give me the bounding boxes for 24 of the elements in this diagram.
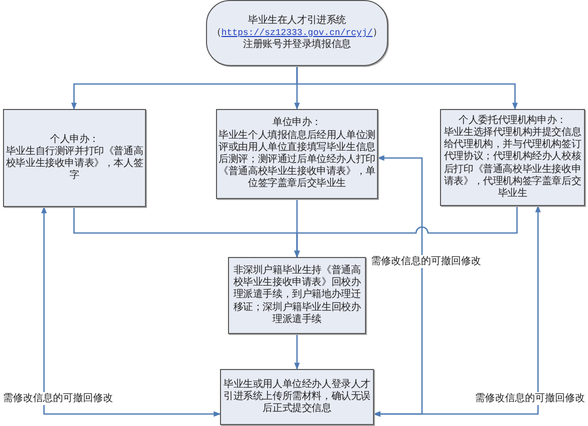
box-text: 非深圳户籍毕业生持《普通高校毕业生接收申请表》回校办理派遣手续，到户籍地办理迁移证；深圳户籍毕业生回校办理派遣手续 — [232, 265, 362, 326]
process-box — [228, 257, 366, 334]
box-text: 毕业生选择代理机构并提交信息给代理机构，并与代理机构签订代理协议；代理机构经办人校核后打印《普通高校毕业生接收申请表》，代理机构签字盖章后交毕业生 — [442, 127, 582, 200]
box-text: 毕业生自行测评并打印《普通高校毕业生接收申请表》，本人签字 — [5, 146, 144, 182]
edge-label: 需修改信息的可撤回修改 — [370, 255, 482, 268]
connector-arrow — [373, 205, 541, 417]
connector-arrow — [294, 206, 518, 258]
connector-arrow — [296, 66, 518, 110]
box-text: 毕业生或用人单位经办人登录人才引进系统上传所需材料，确认无误后正式提交信息 — [222, 378, 372, 416]
connector-arrow — [294, 334, 300, 370]
url-link: https://sz12333.gov.cn/rcyj/ — [221, 28, 373, 38]
process-box — [220, 369, 374, 425]
edge-label: 需修改信息的可撤回修改 — [474, 392, 586, 405]
process-box — [216, 109, 378, 199]
box-heading: 个人申办： — [50, 134, 99, 146]
process-box — [440, 109, 585, 206]
box-heading: 单位申办： — [272, 117, 322, 130]
box-text: 毕业生个人填报信息后经用人单位测评或由用人单位直接填写毕业生信息后测评；测评通过后单位经办人打印《普通高校毕业生接收申请表》，单位签字盖章后交毕业生 — [218, 130, 376, 191]
start-box — [206, 0, 388, 66]
edge-label: 需修改信息的可撤回修改 — [2, 392, 114, 405]
box-text: 毕业生在人才引进系统（https://sz12333.gov.cn/rcyj/）注册账号并登录填报信息 — [212, 14, 382, 52]
process-box — [3, 109, 146, 207]
box-heading: 个人委托代理机构申办： — [458, 114, 566, 126]
connector-arrow — [41, 206, 221, 417]
